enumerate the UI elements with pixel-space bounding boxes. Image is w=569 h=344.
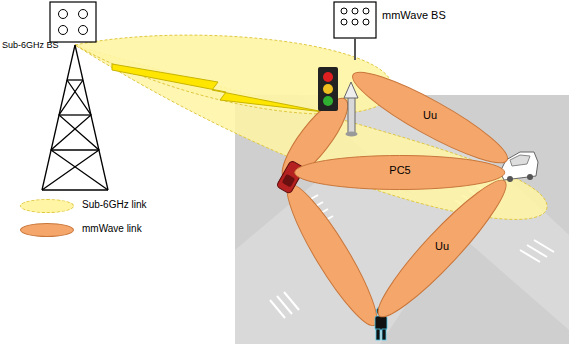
mmwave-antenna-box <box>341 19 347 25</box>
sub6-antenna-box <box>79 10 88 19</box>
white-car <box>527 174 533 180</box>
tower <box>67 79 83 80</box>
mmwave-antenna-box <box>363 19 369 25</box>
pedestrian <box>375 316 387 330</box>
mmwave-pole <box>346 132 358 137</box>
traffic-light <box>318 67 338 111</box>
legend-text: mmWave link <box>82 223 142 234</box>
mmwave-pole <box>344 82 358 137</box>
station-label: Sub-6GHz BS <box>2 40 59 50</box>
traffic-light <box>323 72 333 82</box>
red-car <box>282 174 296 188</box>
link-ellipse-shape <box>295 155 505 189</box>
sub6-antenna-box <box>59 10 68 19</box>
mmwave-antenna-box <box>334 2 376 38</box>
crosswalk <box>284 292 299 310</box>
legend-swatch <box>20 199 74 213</box>
link-ellipse: Uu <box>419 109 441 126</box>
mmwave-antenna-box <box>341 8 347 14</box>
link-name: Uu <box>419 109 441 122</box>
sub6-antenna-box <box>50 2 96 42</box>
lightning-bolt <box>112 64 324 112</box>
mmwave-link-ellipse <box>276 177 389 334</box>
mmwave-antenna-box <box>352 19 358 25</box>
link-ellipse-shape <box>367 169 517 327</box>
sub6-antenna-box <box>50 2 96 42</box>
tower <box>42 189 108 190</box>
pedestrian <box>382 329 386 340</box>
tower <box>42 45 75 190</box>
link-ellipse: Uu <box>431 240 453 257</box>
station-label: mmWave BS <box>382 9 446 21</box>
crosswalk <box>534 240 554 252</box>
link-name: Uu <box>431 240 453 253</box>
tower <box>51 149 99 150</box>
sub6-antenna-box <box>59 26 68 35</box>
tower <box>51 80 108 190</box>
tower <box>59 114 91 115</box>
mmwave-antenna-box <box>352 8 358 14</box>
traffic-light <box>318 67 338 111</box>
mmwave-antenna-box <box>334 2 376 60</box>
link-name: PC5 <box>385 164 414 177</box>
tower <box>42 80 99 190</box>
mmwave-antenna-box <box>363 8 369 14</box>
legend-row: mmWave link <box>20 222 170 238</box>
mmwave-link-ellipse <box>273 90 389 333</box>
tower <box>75 45 108 190</box>
pedestrian <box>376 329 380 340</box>
traffic-light <box>323 84 333 94</box>
legend-text: Sub-6GHz link <box>82 199 146 210</box>
white-car <box>507 176 513 182</box>
legend-swatch <box>20 223 74 237</box>
sub6-beam <box>75 35 547 219</box>
link-ellipse: PC5 <box>385 164 414 181</box>
tower <box>42 45 108 190</box>
legend-row: Sub-6GHz link <box>20 198 170 214</box>
sub6-antenna-box <box>79 26 88 35</box>
mmwave-antenna-box <box>354 38 356 60</box>
lightning-bolt <box>112 64 324 112</box>
white-car <box>510 155 530 166</box>
traffic-light <box>323 96 333 106</box>
